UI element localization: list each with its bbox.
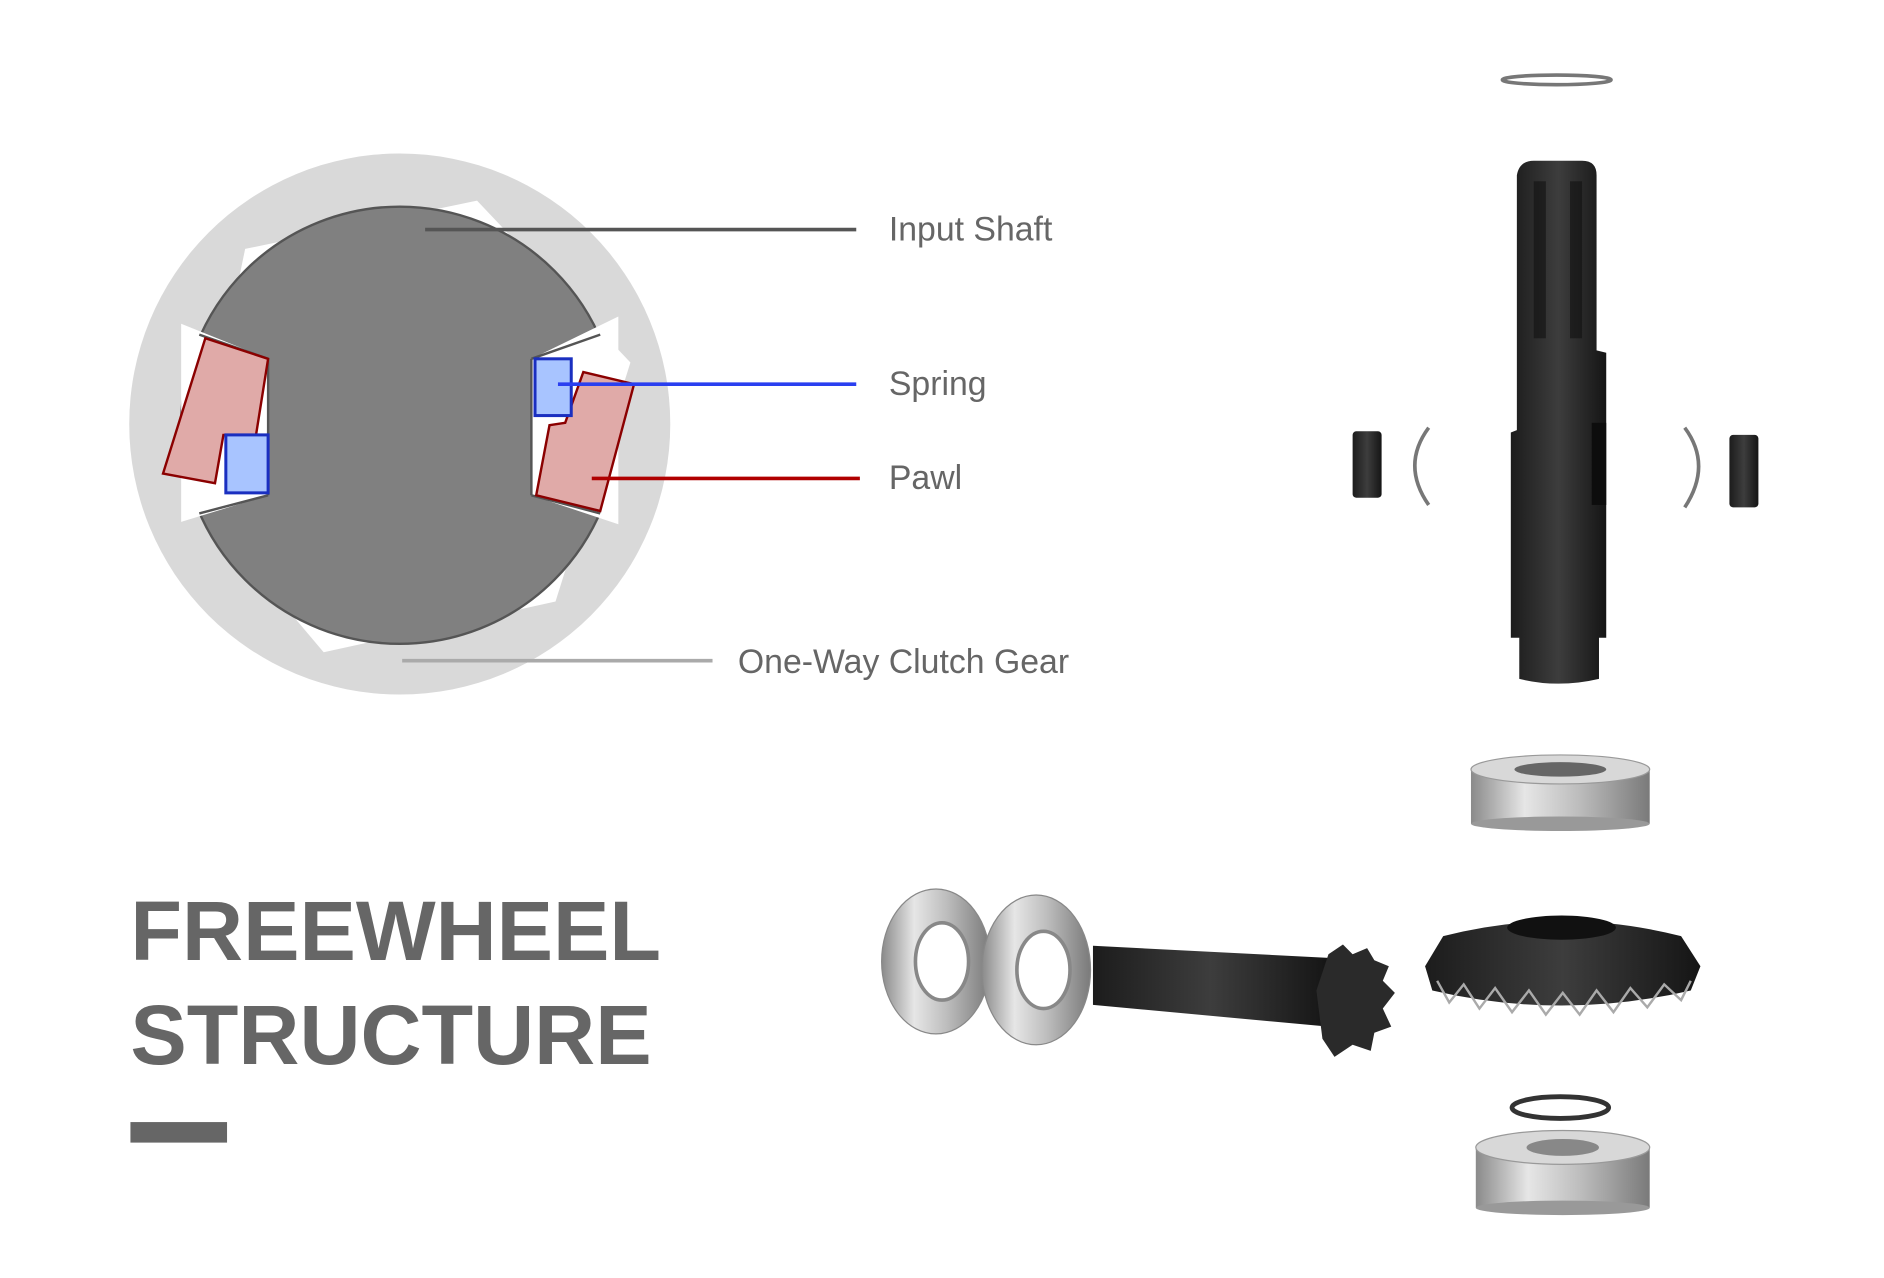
pinion-bearing-inner-bore [1015, 929, 1072, 1011]
bevel-ring-gear [1425, 915, 1701, 1017]
lower-bearing [1475, 1129, 1651, 1216]
right-spring [533, 357, 573, 418]
upper-bearing-bottom [1470, 816, 1650, 832]
input-shaft-label: Input Shaft [889, 210, 1053, 248]
pawl-label: Pawl [889, 459, 962, 497]
upper-bearing-bore [1514, 762, 1607, 777]
title-line-2: STRUCTURE [130, 987, 651, 1082]
clutch-cross-section [129, 153, 671, 695]
upper-bearing [1470, 754, 1651, 832]
bottom-circlip [1509, 1094, 1612, 1121]
pinion-shaft [1092, 945, 1329, 1027]
clutch-gear-label: One-Way Clutch Gear [738, 643, 1069, 681]
key-block-left [1352, 431, 1382, 498]
input-shaft-part [1510, 160, 1607, 684]
right-notch-edge-bottom [531, 494, 601, 515]
pinion-gear [1316, 944, 1395, 1057]
key-block-right [1729, 434, 1759, 508]
right-notch-edge-top [530, 333, 601, 360]
top-circlip [1500, 73, 1613, 87]
left-pawl [161, 336, 270, 485]
left-notch-edge-bottom [198, 494, 269, 515]
lower-bearing-bore [1526, 1138, 1599, 1156]
ring-gear-body [1425, 920, 1701, 1006]
title-line-1: FREEWHEEL [130, 883, 661, 978]
pinion-assembly [881, 888, 1395, 1057]
left-spring [224, 433, 270, 495]
spring-clip-right [1683, 426, 1701, 509]
ring-gear-bore [1507, 915, 1616, 940]
shaft-spline-groove [1570, 181, 1583, 339]
spring-label: Spring [889, 365, 987, 403]
shaft-spline-groove [1533, 181, 1546, 339]
title-accent-bar [130, 1122, 228, 1143]
spring-clip-left [1413, 426, 1431, 506]
pinion-bearing-outer-bore [913, 920, 971, 1002]
exploded-parts [881, 73, 1759, 1216]
lower-bearing-bottom [1475, 1200, 1650, 1216]
ring-gear-teeth [1436, 980, 1692, 1017]
shaft-keyway [1591, 422, 1607, 505]
